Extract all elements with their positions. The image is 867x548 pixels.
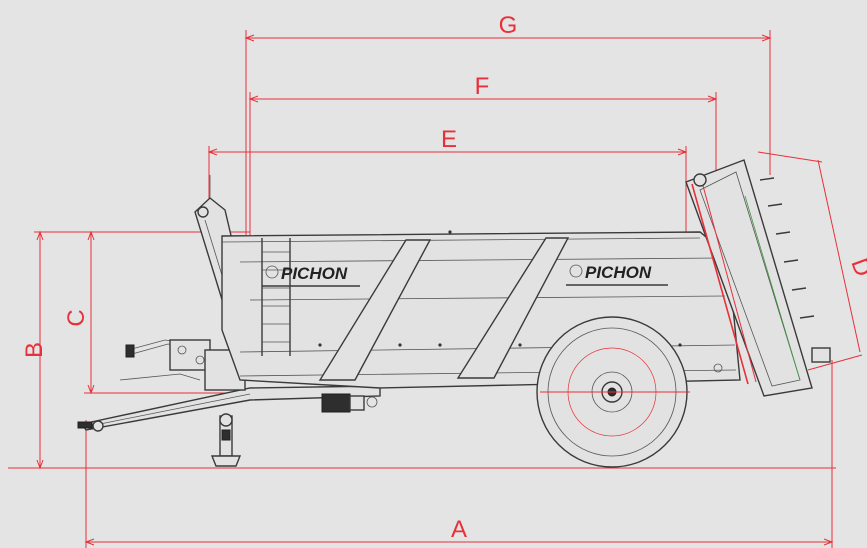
dimension-b: B bbox=[21, 230, 250, 470]
drawbar bbox=[77, 385, 381, 432]
dimension-e: E bbox=[207, 126, 688, 235]
manure-spreader: PICHON PICHON bbox=[77, 159, 831, 468]
beater-teeth bbox=[759, 177, 815, 319]
dimension-label-a: A bbox=[451, 516, 467, 543]
underframe bbox=[321, 393, 378, 413]
dimension-label-f: F bbox=[475, 73, 490, 100]
rear-beaters bbox=[685, 159, 831, 397]
hydraulic-hoses bbox=[119, 339, 246, 391]
dimension-label-b: B bbox=[21, 342, 48, 358]
dimension-lines: G F E B bbox=[8, 12, 867, 548]
brand-label-front: PICHON bbox=[281, 264, 348, 283]
dimension-a: A bbox=[84, 360, 834, 548]
side-stakes bbox=[318, 237, 570, 381]
wheel bbox=[536, 316, 690, 468]
jack-stand bbox=[210, 413, 242, 467]
dimension-f: F bbox=[248, 73, 718, 235]
dimension-label-g: G bbox=[499, 12, 518, 39]
dimension-label-d: D bbox=[845, 255, 867, 281]
dimension-d: D bbox=[757, 151, 867, 371]
brand-label-rear: PICHON bbox=[585, 263, 652, 282]
dimension-c: C bbox=[63, 230, 260, 395]
brand-logo-rear: PICHON bbox=[566, 263, 668, 286]
dimension-label-c: C bbox=[63, 309, 90, 326]
ladder bbox=[261, 238, 291, 356]
dimension-label-e: E bbox=[441, 126, 457, 153]
brand-logo-front: PICHON bbox=[262, 264, 360, 287]
dimension-g: G bbox=[244, 12, 772, 235]
